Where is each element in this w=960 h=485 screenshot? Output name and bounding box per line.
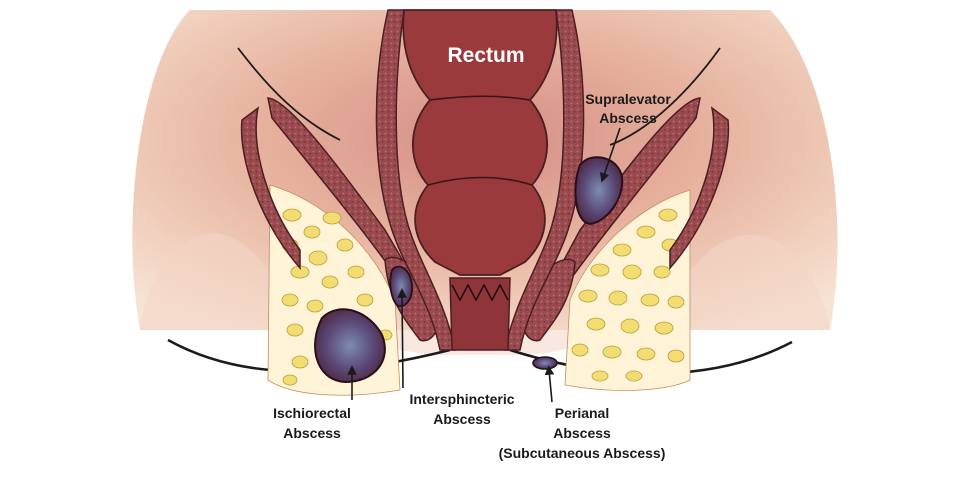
perianal-label-line2: Abscess bbox=[553, 425, 611, 441]
labels: Supralevator Abscess Ischiorectal Absces… bbox=[273, 91, 671, 461]
perianal-label-line1: Perianal bbox=[555, 405, 609, 421]
abscesses bbox=[314, 156, 624, 384]
ischiorectal-label-line2: Abscess bbox=[283, 425, 341, 441]
supralevator-label-line2: Abscess bbox=[599, 110, 657, 126]
ischiorectal-label-line1: Ischiorectal bbox=[273, 405, 351, 421]
intersphincteric-label-line2: Abscess bbox=[433, 411, 491, 427]
supralevator-label-line1: Supralevator bbox=[585, 91, 671, 107]
muscle-right bbox=[520, 97, 730, 342]
intersphincteric-label-line1: Intersphincteric bbox=[409, 391, 514, 407]
perianal-label-line3: (Subcutaneous Abscess) bbox=[499, 445, 666, 461]
intersphincteric-abscess bbox=[389, 265, 413, 308]
rectum: Rectum bbox=[402, 9, 558, 351]
label-arrows bbox=[347, 127, 621, 403]
rectal-wall bbox=[375, 9, 585, 351]
rectum-label: Rectum bbox=[447, 44, 524, 67]
supralevator-abscess bbox=[574, 156, 624, 226]
fat-right bbox=[564, 189, 691, 391]
perianal-abscess bbox=[532, 356, 558, 370]
ischiorectal-abscess bbox=[314, 308, 386, 384]
